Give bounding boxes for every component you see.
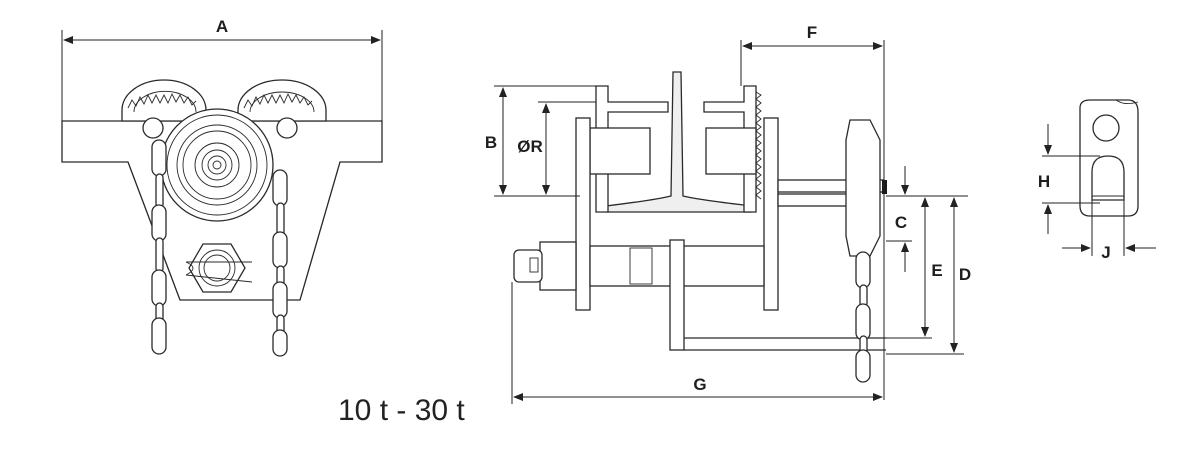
dimension-label-d: D: [959, 265, 971, 284]
dimension-label-j: J: [1101, 243, 1110, 262]
front-view: A: [61, 17, 383, 357]
dimension-label-g: G: [693, 375, 706, 394]
dimension-label-e: E: [931, 261, 942, 280]
hand-wheel: [160, 108, 274, 222]
capacity-caption: 10 t - 30 t: [338, 394, 465, 427]
suspension-plate-detail: H J: [1038, 99, 1156, 262]
dimension-label-b: B: [485, 133, 497, 152]
dimension-label-f: F: [807, 23, 817, 42]
dimension-label-a: A: [216, 17, 228, 36]
hand-chain-left: [151, 139, 167, 355]
load-chain: [855, 251, 871, 383]
side-view: B ØR F C E D G: [485, 23, 971, 404]
hand-chain-right: [272, 169, 288, 357]
dimension-label-r: ØR: [517, 137, 543, 156]
left-gear: [121, 79, 207, 122]
dimension-label-h: H: [1038, 172, 1050, 191]
hex-nut: [185, 243, 253, 293]
dimension-label-c: C: [895, 213, 907, 232]
right-gear: [237, 79, 327, 122]
